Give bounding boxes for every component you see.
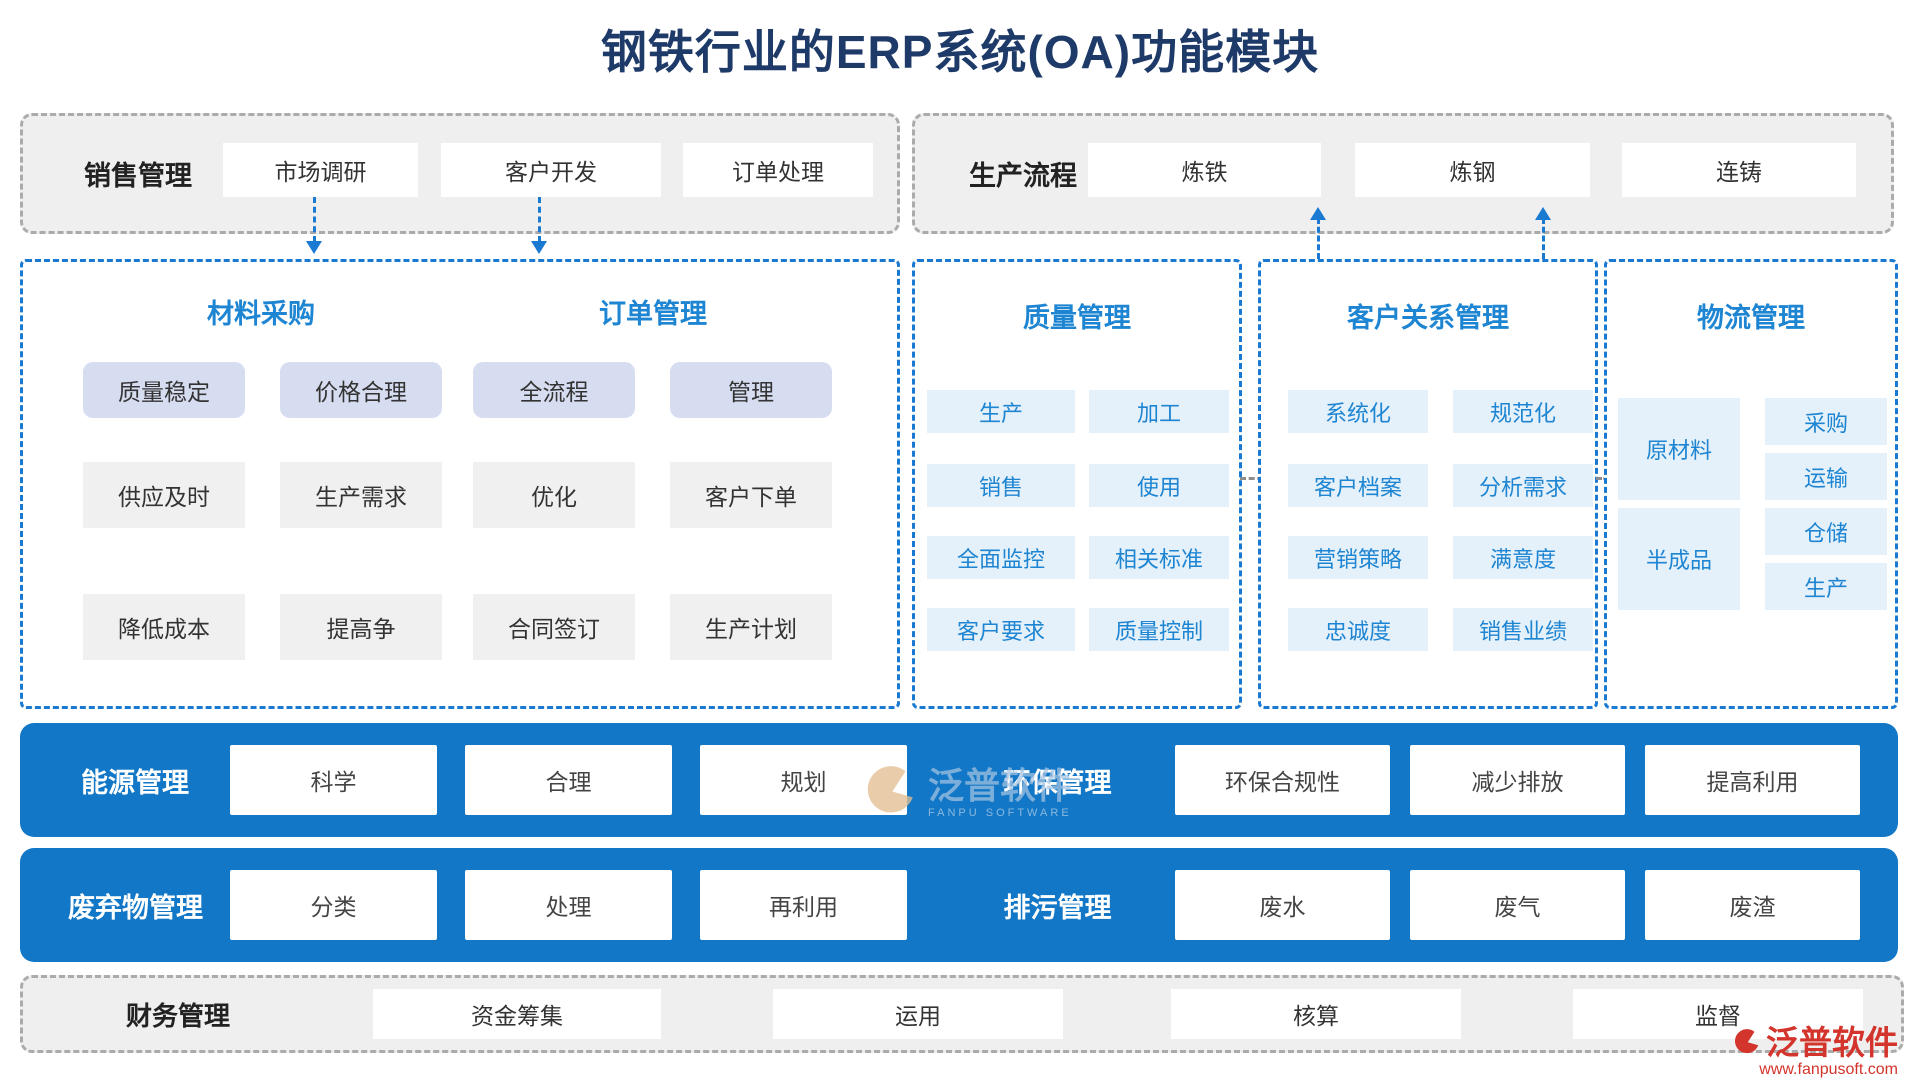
energy-item: 合理 (465, 745, 672, 815)
arrow-up-crm-left (1310, 207, 1326, 259)
quality-item: 全面监控 (927, 536, 1075, 579)
fanpu-logo-icon (1732, 1028, 1762, 1058)
crm-item: 系统化 (1288, 390, 1428, 433)
procurement-cell: 优化 (473, 462, 635, 528)
environment-item: 减少排放 (1410, 745, 1625, 815)
discharge-item: 废气 (1410, 870, 1625, 940)
environment-label: 环保管理 (1003, 767, 1112, 798)
finance-item: 资金筹集 (373, 989, 661, 1039)
logistics-item: 采购 (1765, 398, 1887, 445)
quality-item: 相关标准 (1089, 536, 1229, 579)
arrow-up-crm-right (1535, 207, 1551, 259)
section-sales: 销售管理 市场调研 客户开发 订单处理 (20, 113, 900, 234)
environment-item: 环保合规性 (1175, 745, 1390, 815)
logistics-item: 仓储 (1765, 508, 1887, 555)
flow-item-ironmaking: 炼铁 (1088, 143, 1321, 197)
waste-item: 处理 (465, 870, 672, 940)
waste-item: 分类 (230, 870, 437, 940)
procurement-cell: 质量稳定 (83, 362, 245, 418)
waste-label: 废弃物管理 (68, 892, 203, 923)
section-quality: 质量管理 生产 加工 销售 使用 全面监控 相关标准 客户要求 质量控制 (912, 259, 1242, 709)
section-production-flow: 生产流程 炼铁 炼钢 连铸 (912, 113, 1894, 234)
logistics-item-raw-material: 原材料 (1618, 398, 1740, 500)
sales-item-market-research: 市场调研 (223, 143, 418, 197)
crm-item: 分析需求 (1453, 464, 1593, 507)
section-logistics: 物流管理 原材料 半成品 采购 运输 仓储 生产 (1604, 259, 1898, 709)
procurement-cell: 降低成本 (83, 594, 245, 660)
page-title: 钢铁行业的ERP系统(OA)功能模块 (600, 26, 1320, 78)
arrow-down-market-research (306, 197, 322, 257)
crm-item: 规范化 (1453, 390, 1593, 433)
procurement-cell: 供应及时 (83, 462, 245, 528)
sales-item-customer-development: 客户开发 (441, 143, 661, 197)
discharge-label: 排污管理 (1003, 892, 1112, 923)
waste-item: 再利用 (700, 870, 907, 940)
crm-item: 忠诚度 (1288, 608, 1428, 651)
section-finance: 财务管理 资金筹集 运用 核算 监督 (20, 975, 1904, 1053)
procurement-cell: 客户下单 (670, 462, 832, 528)
discharge-item: 废渣 (1645, 870, 1860, 940)
sales-label: 销售管理 (84, 161, 192, 191)
finance-item: 监督 (1573, 989, 1863, 1039)
procurement-title: 材料采购 (207, 299, 315, 329)
fanpu-logo: 泛普软件 www.fanpusoft.com (1650, 1026, 1898, 1078)
procurement-cell: 提高争 (280, 594, 442, 660)
quality-item: 销售 (927, 464, 1075, 507)
discharge-item: 废水 (1175, 870, 1390, 940)
procurement-cell: 生产需求 (280, 462, 442, 528)
crm-item: 客户档案 (1288, 464, 1428, 507)
crm-item: 满意度 (1453, 536, 1593, 579)
section-procurement-order: 材料采购 订单管理 质量稳定 价格合理 全流程 管理 供应及时 生产需求 优化 … (20, 259, 900, 709)
energy-item: 规划 (700, 745, 907, 815)
finance-item: 运用 (773, 989, 1063, 1039)
quality-item: 加工 (1089, 390, 1229, 433)
logistics-item-semi-finished: 半成品 (1618, 508, 1740, 610)
logistics-item: 生产 (1765, 563, 1887, 610)
sales-item-order-processing: 订单处理 (683, 143, 873, 197)
quality-item: 使用 (1089, 464, 1229, 507)
crm-title: 客户关系管理 (1347, 303, 1509, 333)
finance-label: 财务管理 (125, 1000, 230, 1031)
quality-item: 质量控制 (1089, 608, 1229, 651)
procurement-cell: 生产计划 (670, 594, 832, 660)
energy-item: 科学 (230, 745, 437, 815)
order-management-title: 订单管理 (599, 299, 707, 329)
bar-waste-discharge: 废弃物管理 分类 处理 再利用 排污管理 废水 废气 废渣 (20, 848, 1898, 962)
procurement-cell: 合同签订 (473, 594, 635, 660)
energy-label: 能源管理 (81, 767, 189, 798)
procurement-cell: 价格合理 (280, 362, 442, 418)
procurement-cell: 全流程 (473, 362, 635, 418)
flow-item-steelmaking: 炼钢 (1355, 143, 1590, 197)
crm-item: 营销策略 (1288, 536, 1428, 579)
quality-item: 客户要求 (927, 608, 1075, 651)
quality-item: 生产 (927, 390, 1075, 433)
logistics-item: 运输 (1765, 453, 1887, 500)
procurement-cell: 管理 (670, 362, 832, 418)
flow-item-continuous-casting: 连铸 (1622, 143, 1856, 197)
bar-energy-environment: 能源管理 科学 合理 规划 环保管理 环保合规性 减少排放 提高利用 (20, 723, 1898, 837)
environment-item: 提高利用 (1645, 745, 1860, 815)
logistics-title: 物流管理 (1697, 303, 1805, 333)
section-crm: 客户关系管理 系统化 规范化 客户档案 分析需求 营销策略 满意度 忠诚度 销售… (1258, 259, 1598, 709)
quality-title: 质量管理 (1023, 303, 1131, 333)
fanpu-logo-url: www.fanpusoft.com (1759, 1061, 1898, 1078)
fanpu-logo-text: 泛普软件 (1766, 1024, 1898, 1061)
finance-item: 核算 (1171, 989, 1461, 1039)
production-flow-label: 生产流程 (969, 161, 1077, 191)
crm-item: 销售业绩 (1453, 608, 1593, 651)
arrow-down-customer-development (531, 197, 547, 257)
